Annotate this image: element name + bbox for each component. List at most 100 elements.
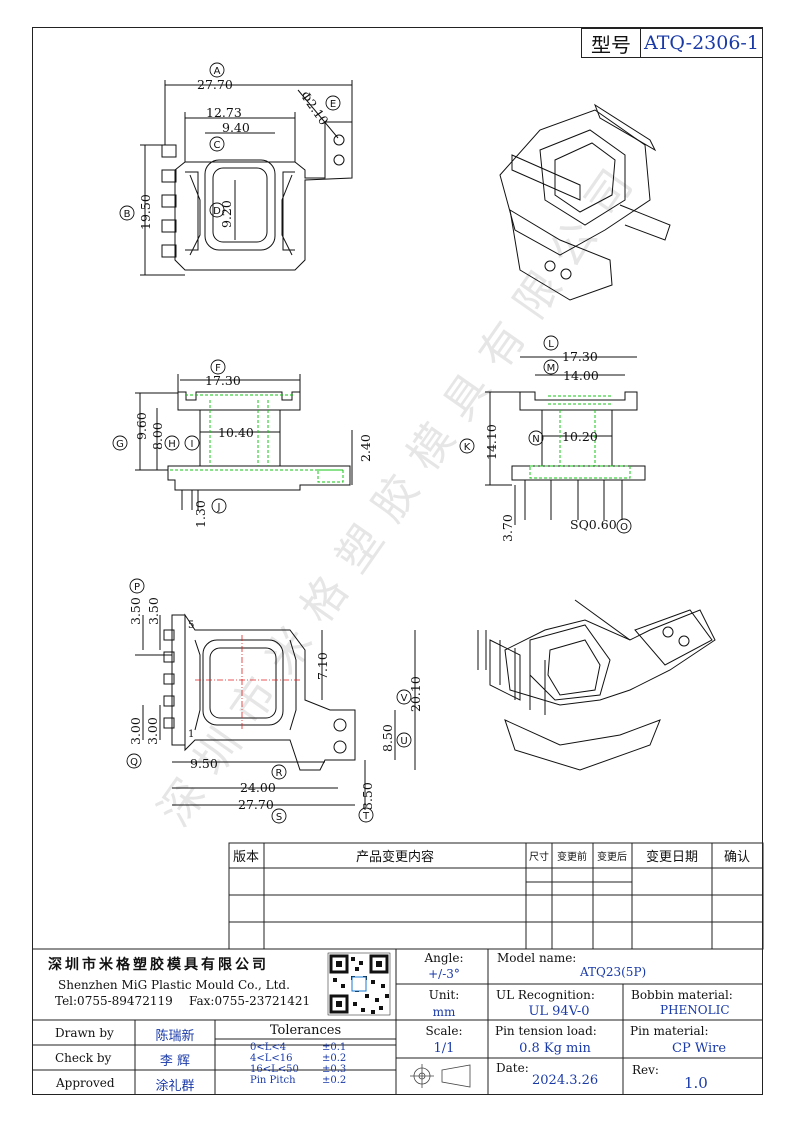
ref-K: K xyxy=(464,442,471,453)
unit-value: mm xyxy=(432,1005,456,1019)
ul-recognition-value: UL 94V-0 xyxy=(528,1004,590,1019)
ref-J: J xyxy=(217,502,221,513)
model-name-value: ATQ23(5P) xyxy=(580,965,647,979)
bobbin-material-label: Bobbin material: xyxy=(631,988,733,1002)
ref-N: N xyxy=(532,434,539,445)
model-label: 型号 xyxy=(582,29,641,57)
rev-header-size: 尺寸 xyxy=(529,850,549,863)
ref-F: F xyxy=(215,363,221,374)
ref-R: R xyxy=(276,768,283,779)
dim-X-value: 7.10 xyxy=(315,652,330,680)
dim-T-value: 3.50 xyxy=(360,782,375,810)
pin-material-label: Pin material: xyxy=(630,1024,709,1038)
side-view-hidden-lines xyxy=(529,395,631,479)
dim-U-value: 8.50 xyxy=(380,724,395,752)
dim-C2-value: 9.40 xyxy=(222,120,250,135)
dim-L-value: 17.30 xyxy=(562,349,598,364)
ref-C: C xyxy=(214,140,221,151)
ref-M: M xyxy=(547,363,556,374)
dim-P1-value: 3.50 xyxy=(128,597,143,625)
pin-material-value: CP Wire xyxy=(672,1041,727,1056)
tolerance-value-1: ±0.2 xyxy=(322,1053,347,1064)
ref-P: P xyxy=(134,582,140,593)
pin-1-label: 1 xyxy=(188,729,194,740)
ref-A: A xyxy=(214,66,221,77)
rev-header-date: 变更日期 xyxy=(646,849,698,865)
model-number-box: 型号 ATQ-2306-1 xyxy=(581,28,763,58)
pin-5-label: 5 xyxy=(188,620,194,631)
top-view xyxy=(140,80,353,276)
dim-V-value: 20.10 xyxy=(408,676,423,712)
scale-value: 1/1 xyxy=(433,1041,455,1056)
ref-O: O xyxy=(620,522,628,533)
tolerance-value-0: ±0.1 xyxy=(322,1042,347,1053)
bottom-view xyxy=(135,613,416,810)
drawing-sheet xyxy=(32,27,763,1095)
dim-B-value: 19.50 xyxy=(138,194,153,230)
date-value: 2024.3.26 xyxy=(532,1073,599,1088)
model-value: ATQ-2306-1 xyxy=(644,32,759,54)
dim-SQ-value: SQ0.60 xyxy=(570,517,617,532)
tolerance-range-0: 0<L<4 xyxy=(250,1042,287,1053)
angle-value: +/-3° xyxy=(428,967,460,981)
rev-header-content: 产品变更内容 xyxy=(356,849,434,865)
ref-H: H xyxy=(168,439,176,450)
qr-code xyxy=(327,952,391,1016)
dim-F-value: 17.30 xyxy=(205,373,241,388)
iso-view-top xyxy=(499,103,671,301)
unit-label: Unit: xyxy=(428,988,460,1002)
dim-W2-value: 27.70 xyxy=(238,797,274,812)
ref-E: E xyxy=(330,99,336,110)
company-tel: Tel:0755-89472119 xyxy=(55,994,173,1008)
company-name-en: Shenzhen MiG Plastic Mould Co., Ltd. xyxy=(58,978,290,992)
check-by-value: 李 辉 xyxy=(159,1054,191,1069)
dim-W1-value: 24.00 xyxy=(240,780,276,795)
ref-V: V xyxy=(401,693,408,704)
tolerance-values: ±0.1 ±0.2 ±0.3 ±0.2 xyxy=(322,1042,346,1086)
bobbin-material-value: PHENOLIC xyxy=(660,1003,730,1017)
title-block-grid xyxy=(32,948,763,1095)
rev-header-version: 版本 xyxy=(233,850,259,865)
tolerance-value-3: ±0.2 xyxy=(322,1075,347,1086)
tolerance-range-3: Pin Pitch xyxy=(250,1075,296,1086)
tolerances-label: Tolerances xyxy=(269,1023,342,1038)
center-lines xyxy=(195,635,300,730)
ref-Q: Q xyxy=(130,757,138,768)
tolerance-value-2: ±0.3 xyxy=(322,1064,347,1075)
dim-H-value: 8.00 xyxy=(150,422,165,450)
dim-D-value: 9.20 xyxy=(219,200,234,228)
ref-T: T xyxy=(362,811,370,822)
iso-view-bottom xyxy=(477,599,716,771)
dim-R-value: 9.50 xyxy=(190,756,218,771)
dim-height-value: 2.40 xyxy=(358,434,373,462)
dim-Q1-value: 3.00 xyxy=(128,717,143,745)
check-by-label: Check by xyxy=(55,1051,112,1065)
rev-header-after: 变更后 xyxy=(597,850,627,863)
dim-E-value: Φ2.10 xyxy=(298,88,332,128)
dim-Q2-value: 3.00 xyxy=(145,717,160,745)
dim-P2-value: 3.50 xyxy=(146,597,161,625)
rev-label: Rev: xyxy=(632,1063,659,1077)
projection-symbol-icon xyxy=(410,1064,471,1088)
dim-N-value: 10.20 xyxy=(562,429,598,444)
tolerance-range-1: 4<L<16 xyxy=(250,1053,293,1064)
rev-value: 1.0 xyxy=(684,1074,708,1092)
ref-D: D xyxy=(213,206,221,217)
company-name-cn: 深圳市米格塑胶模具有限公司 xyxy=(48,957,269,973)
rev-header-confirm: 确认 xyxy=(724,850,750,865)
drawn-by-label: Drawn by xyxy=(55,1026,114,1040)
angle-label: Angle: xyxy=(424,951,464,965)
pin-tension-label: Pin tension load: xyxy=(495,1024,597,1038)
tolerance-range-2: 16<L<50 xyxy=(250,1064,299,1075)
rev-header-before: 变更前 xyxy=(557,850,587,863)
dim-J-value: 1.30 xyxy=(193,500,208,528)
approved-value: 涂礼群 xyxy=(155,1079,195,1094)
dim-C1-value: 12.73 xyxy=(206,105,242,120)
ref-L: L xyxy=(548,339,554,350)
ul-recognition-label: UL Recognition: xyxy=(496,988,595,1002)
tolerance-ranges: 0<L<4 4<L<16 16<L<50 Pin Pitch xyxy=(250,1042,299,1086)
scale-label: Scale: xyxy=(425,1024,463,1038)
ref-G: G xyxy=(116,439,124,450)
pin-tension-value: 0.8 Kg min xyxy=(519,1041,591,1056)
